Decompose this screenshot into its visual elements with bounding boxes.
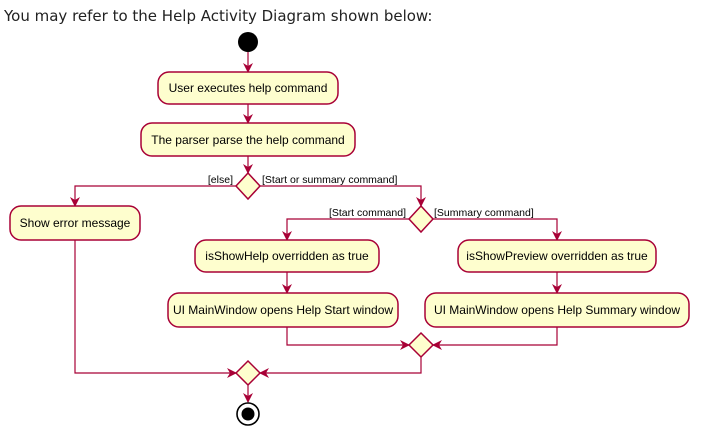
action-parser-parse: The parser parse the help command (140, 122, 356, 157)
action-open-start-window-label: UI MainWindow opens Help Start window (173, 303, 393, 317)
edge-summary-window-to-merge (432, 327, 558, 350)
end-node (236, 402, 260, 426)
guard-else: [else] (208, 174, 233, 186)
action-show-error-label: Show error message (20, 216, 131, 230)
action-user-executes: User executes help command (157, 71, 339, 105)
start-node (238, 32, 258, 52)
guard-summary-command: [Summary command] (434, 207, 534, 219)
edge-start-window-to-merge (286, 327, 410, 350)
action-parser-parse-label: The parser parse the help command (151, 133, 344, 147)
action-open-summary-window-label: UI MainWindow opens Help Summary window (434, 303, 680, 317)
intro-text: You may refer to the Help Activity Diagr… (4, 7, 433, 25)
edge-subdecision-start (282, 218, 409, 241)
action-user-executes-label: User executes help command (169, 81, 328, 95)
merge-window-branches (407, 331, 435, 359)
action-is-show-preview: isShowPreview overridden as true (457, 239, 657, 273)
decision-start-or-summary (407, 204, 435, 234)
guard-start-or-summary: [Start or summary command] (262, 174, 397, 186)
edge-decision-start-or-summary (260, 185, 426, 207)
edge-subdecision-summary (433, 218, 562, 241)
edge-merge-to-final-merge (259, 357, 422, 378)
edge-decision-else (70, 185, 236, 207)
merge-final (234, 359, 262, 387)
action-is-show-help-label: isShowHelp overridden as true (205, 249, 369, 263)
action-is-show-preview-label: isShowPreview overridden as true (466, 249, 648, 263)
action-open-summary-window: UI MainWindow opens Help Summary window (424, 292, 690, 328)
action-show-error: Show error message (9, 205, 141, 241)
edges (70, 52, 562, 403)
guard-start-command: [Start command] (329, 207, 406, 219)
action-is-show-help: isShowHelp overridden as true (194, 239, 380, 273)
edge-error-to-final-merge (74, 240, 237, 378)
action-open-start-window: UI MainWindow opens Help Start window (167, 292, 399, 328)
decision-command-type (234, 171, 262, 201)
